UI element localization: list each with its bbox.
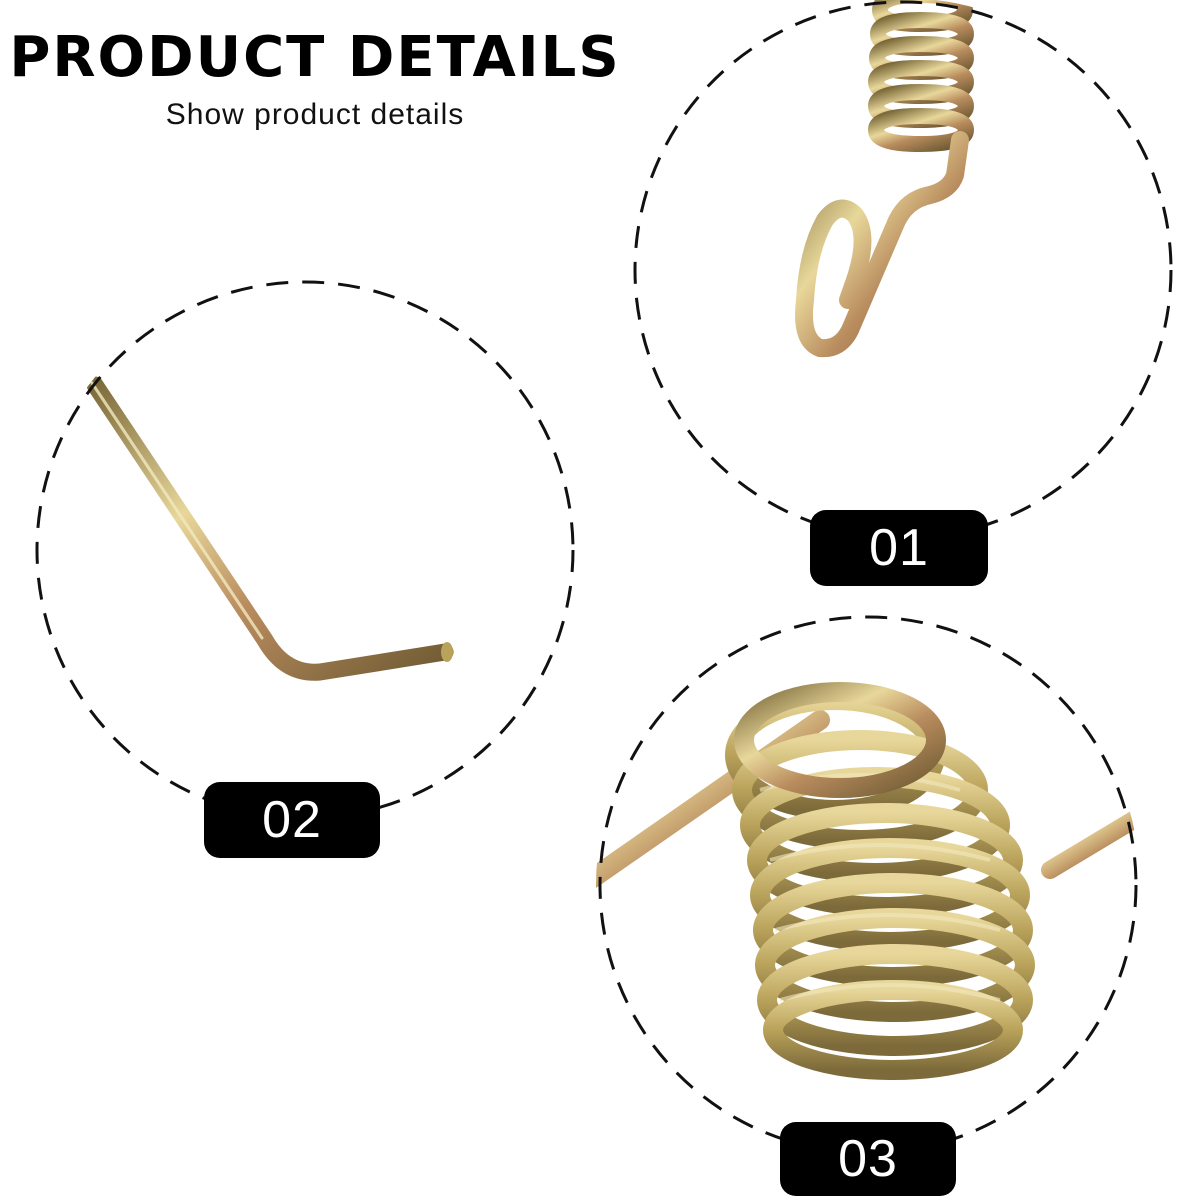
header: PRODUCT DETAILS Show product details (0, 30, 630, 130)
page-title: PRODUCT DETAILS (9, 25, 621, 90)
hook-end-image (795, 0, 975, 358)
detail-label-01: 01 (810, 510, 988, 586)
bent-rod-image (86, 376, 454, 681)
detail-circle-01 (633, 0, 1173, 540)
page-subtitle: Show product details (165, 98, 465, 131)
detail-circle-02 (35, 280, 575, 820)
coil-spring-image (596, 682, 1140, 1080)
detail-circle-03 (596, 615, 1140, 1155)
detail-label-03: 03 (780, 1122, 956, 1196)
detail-label-02: 02 (204, 782, 380, 858)
